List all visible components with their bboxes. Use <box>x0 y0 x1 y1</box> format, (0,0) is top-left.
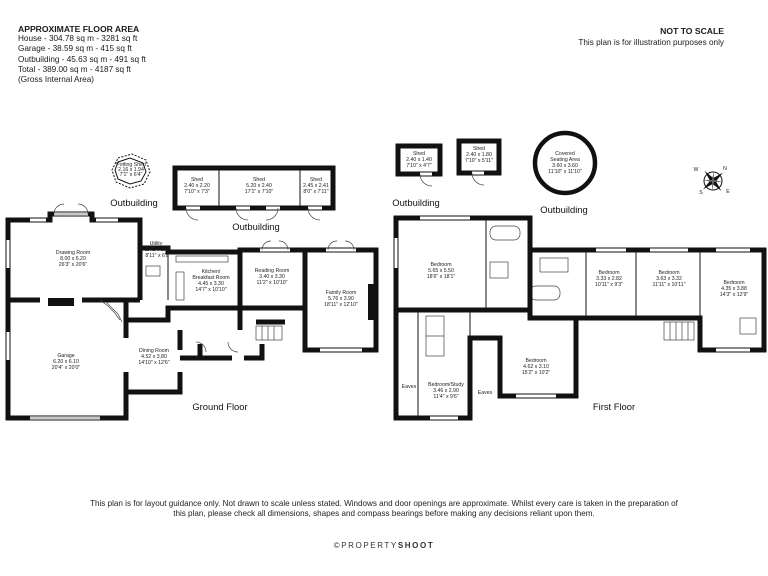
brand-watermark: ©PROPERTYSHOOT <box>0 541 768 550</box>
shed-1-name: Shed <box>191 177 203 183</box>
ground-floor-label: Ground Floor <box>192 401 247 412</box>
bedroom-study-name: Bedroom/Study <box>428 382 464 388</box>
floor-area-title: APPROXIMATE FLOOR AREA <box>18 24 140 34</box>
drawing-room-name: Drawing Room <box>56 250 90 256</box>
shed-5-name: Shed <box>473 146 485 152</box>
bedroom-4-name: Bedroom <box>723 280 744 286</box>
area-line-garage: Garage - 38.59 sq m - 415 sq ft <box>18 44 132 54</box>
area-line-house: House - 304.78 sq m - 3281 sq ft <box>18 34 138 44</box>
area-line-total: Total - 389.00 sq m - 4187 sq ft <box>18 64 131 74</box>
area-line-gia: (Gross Internal Area) <box>18 75 94 85</box>
outbuilding-label-4: Outbuilding <box>540 204 587 215</box>
scale-note: NOT TO SCALE This plan is for illustrati… <box>578 26 724 48</box>
bedroom-5-name: Bedroom <box>525 358 546 364</box>
covered-seating-name: Covered <box>555 151 575 157</box>
compass-n: N <box>723 166 727 172</box>
compass-e: E <box>726 189 730 195</box>
brand-symbol: © <box>333 541 342 550</box>
bedroom-3-name: Bedroom <box>658 270 679 276</box>
brand-part-2: SHOOT <box>397 541 435 550</box>
eaves-2-label: Eaves <box>478 390 493 396</box>
first-floor-label: First Floor <box>593 401 635 412</box>
kitchen-name: Kitchen/ <box>202 269 221 275</box>
outbuilding-label-2: Outbuilding <box>232 221 279 232</box>
compass-s: S <box>699 190 703 196</box>
scale-note-title: NOT TO SCALE <box>660 26 724 36</box>
family-room-name: Family Room <box>326 290 357 296</box>
shed-3-name: Shed <box>310 177 322 183</box>
brand-part-1: PROPERTY <box>341 541 398 550</box>
compass-w: W <box>694 167 699 173</box>
garage-name: Garage <box>57 353 74 359</box>
floor-area-summary: APPROXIMATE FLOOR AREA House - 304.78 sq… <box>18 24 146 85</box>
scale-note-text: This plan is for illustration purposes o… <box>578 38 724 47</box>
potting-shed-name: Potting Shed <box>116 162 146 168</box>
eaves-1-label: Eaves <box>402 384 417 390</box>
utility-name: Utility <box>150 241 163 247</box>
bedroom-1-name: Bedroom <box>430 262 451 268</box>
bedroom-2-name: Bedroom <box>598 270 619 276</box>
shed-2-name: Shed <box>253 177 265 183</box>
compass-rose <box>703 171 723 191</box>
dining-room-name: Dining Room <box>139 348 169 354</box>
outbuilding-label-1: Outbuilding <box>110 197 157 208</box>
outbuilding-label-3: Outbuilding <box>392 197 439 208</box>
shed-4-name: Shed <box>413 151 425 157</box>
reading-room-name: Reading Room <box>255 268 290 274</box>
disclaimer: This plan is for layout guidance only. N… <box>90 499 678 519</box>
area-line-outbuilding: Outbuilding - 45.63 sq m - 491 sq ft <box>18 54 146 64</box>
